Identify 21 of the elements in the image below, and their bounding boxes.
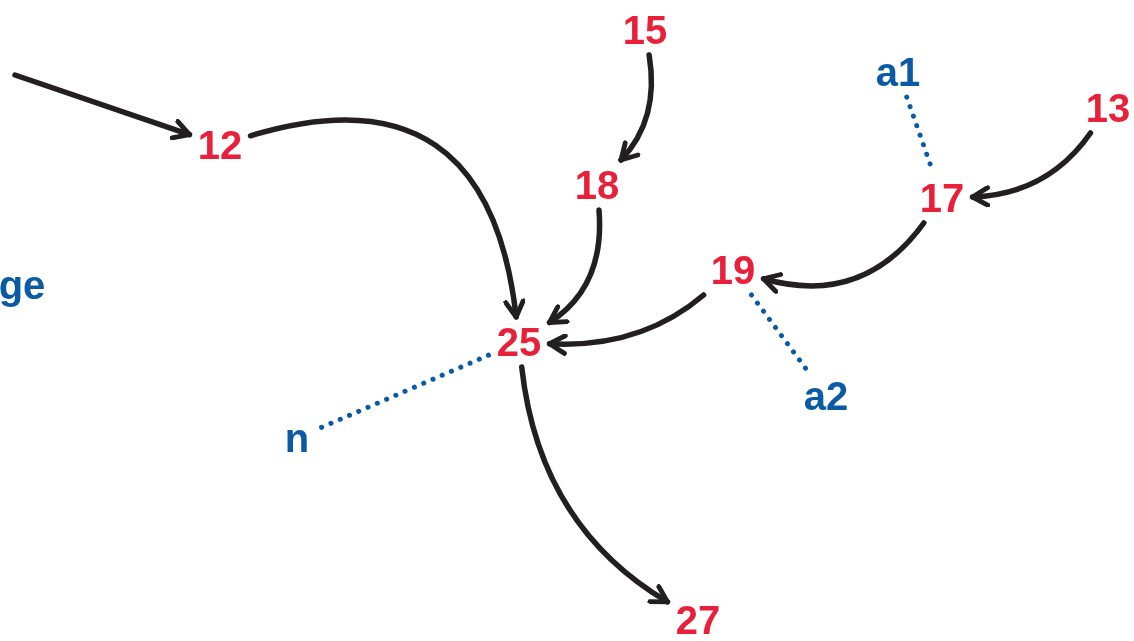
arrow xyxy=(546,207,603,326)
arrow xyxy=(760,220,927,294)
node-label: 15 xyxy=(622,10,668,50)
arrow xyxy=(546,292,707,356)
node-label: 27 xyxy=(675,600,721,640)
arrow xyxy=(518,364,671,605)
node-label: 12 xyxy=(197,125,243,165)
arrow xyxy=(12,72,193,141)
node-label: n xyxy=(284,418,310,458)
node-label: 19 xyxy=(710,250,756,290)
node-label: 25 xyxy=(496,322,542,362)
node-label: a2 xyxy=(803,376,849,416)
dotted-line xyxy=(748,292,811,374)
arrow xyxy=(247,117,525,320)
arrow xyxy=(969,130,1094,208)
arrow xyxy=(618,52,655,163)
node-label: 13 xyxy=(1085,88,1131,128)
node-label: 17 xyxy=(919,178,965,218)
text-label: ge xyxy=(0,265,46,305)
node-label: a1 xyxy=(875,52,921,92)
node-label: 18 xyxy=(574,165,620,205)
